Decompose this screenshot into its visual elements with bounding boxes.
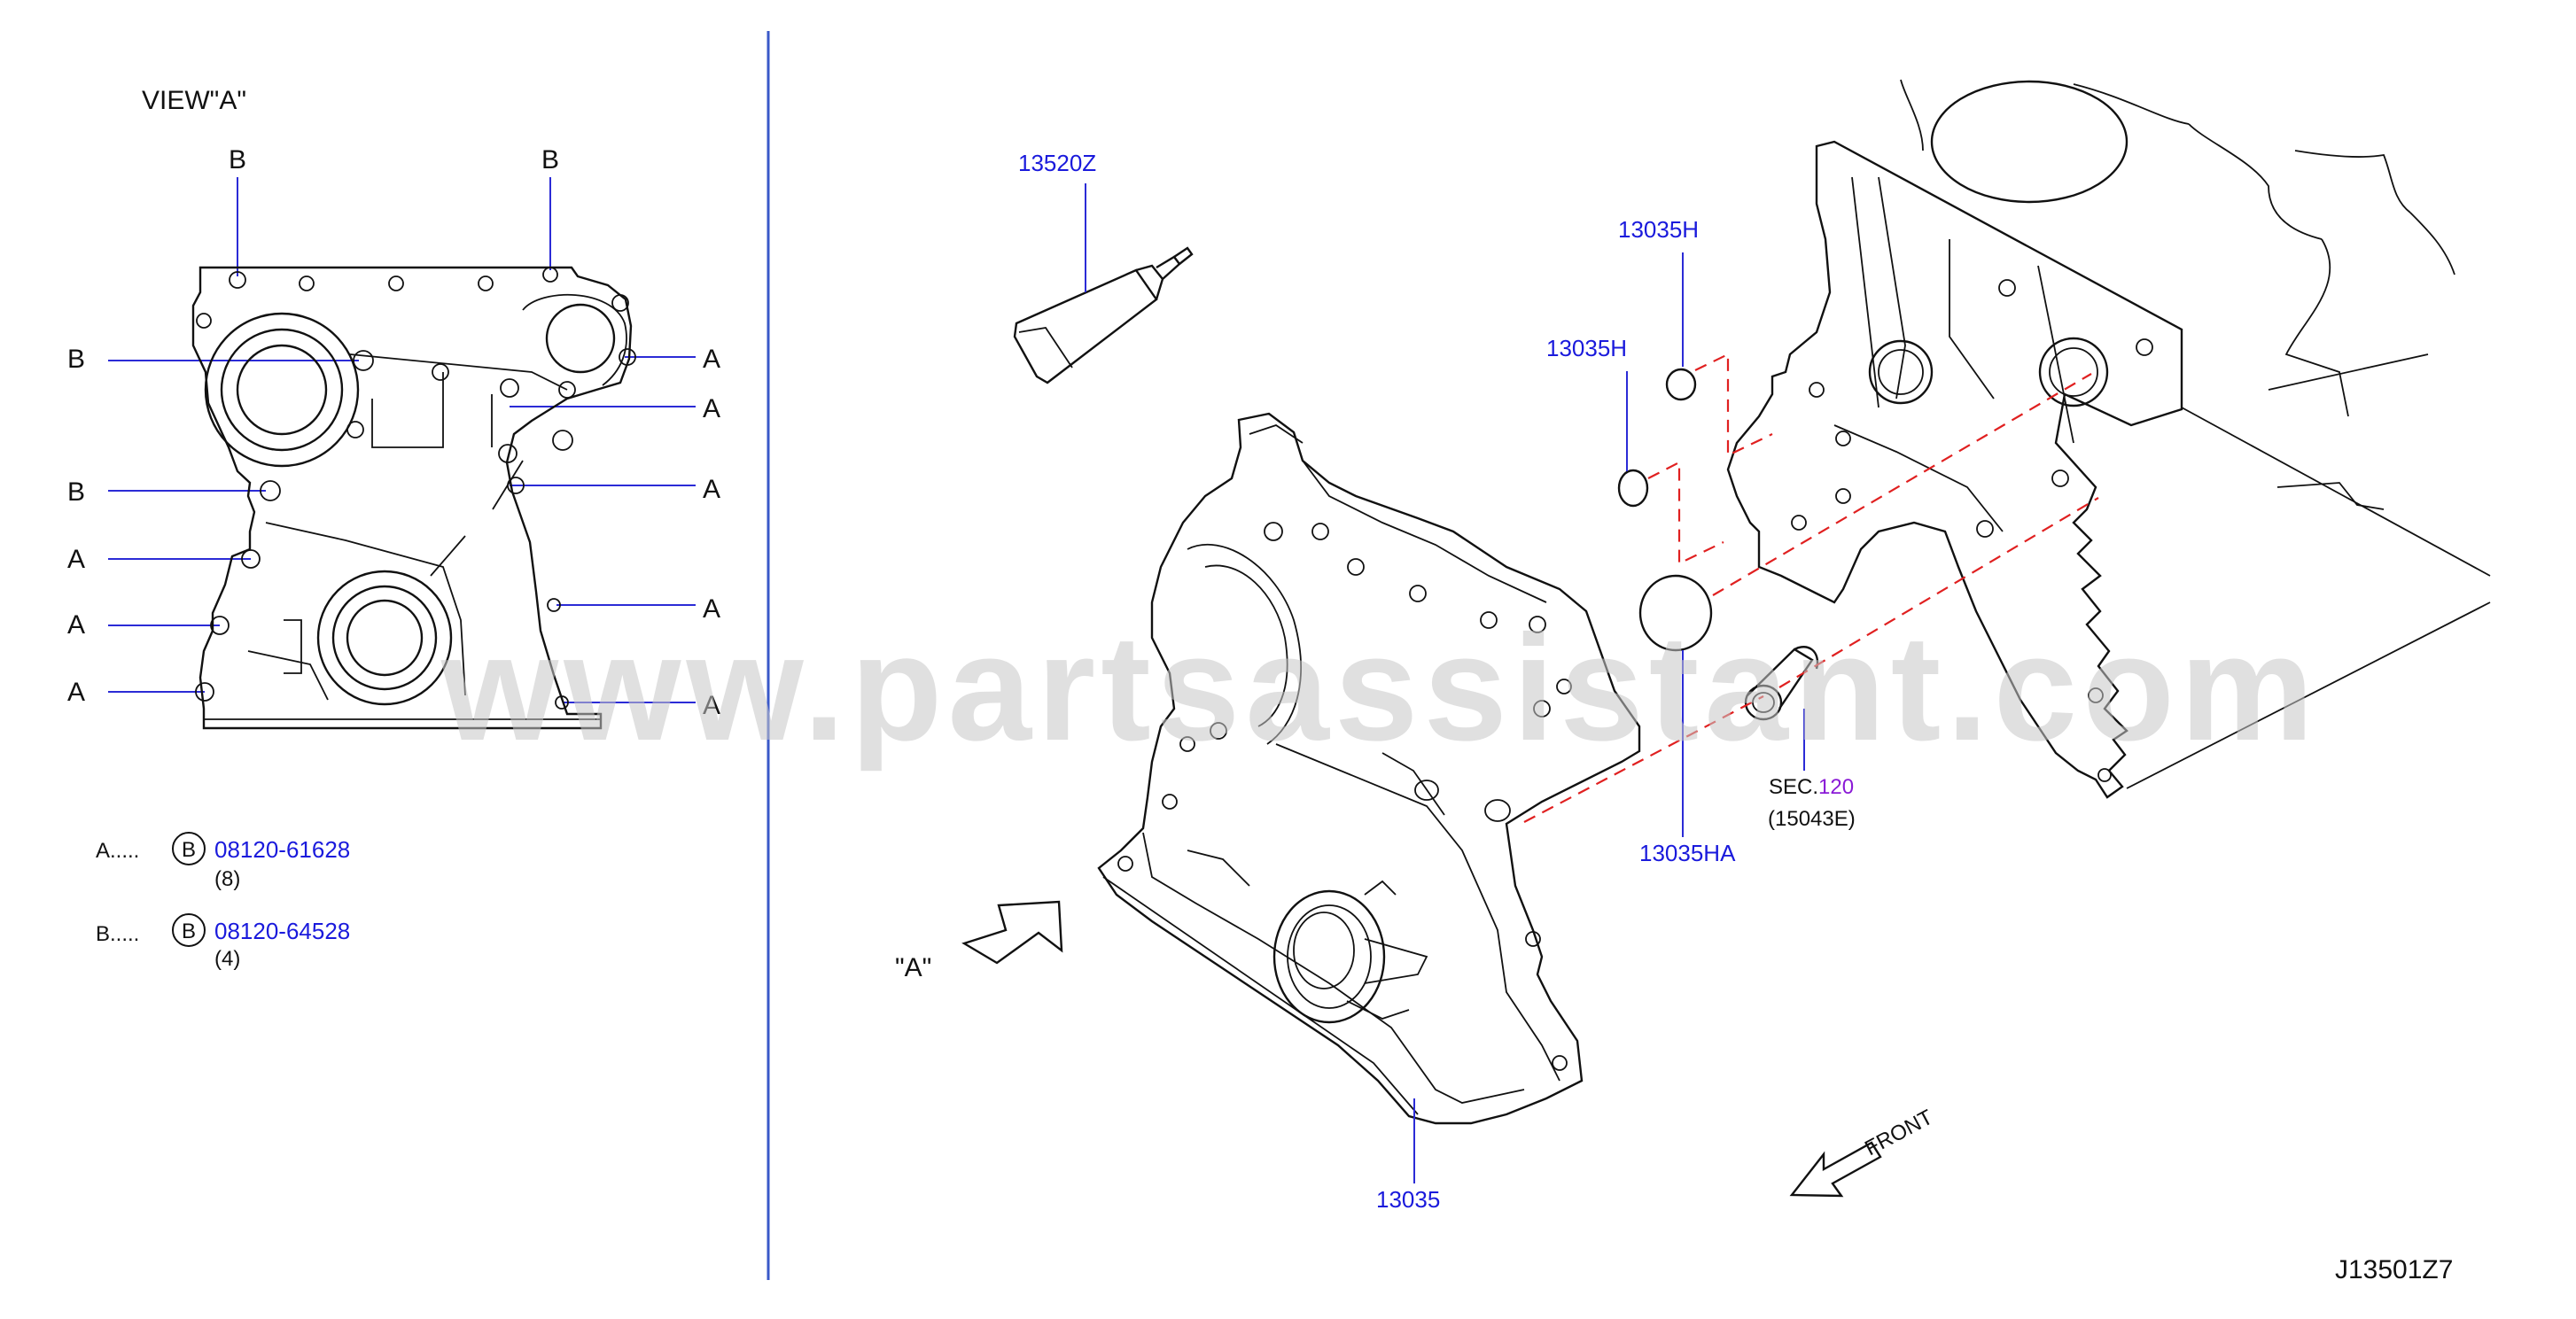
watermark-text: www.partsassistant.com [440, 604, 2319, 772]
view-a-label-b-top-right: B [541, 145, 559, 175]
view-a-title: VIEW"A" [142, 86, 246, 115]
legend-b-prefix: B..... [96, 922, 139, 946]
bolt-legend: A..... B 08120-61628 (8) B..... B 08120-… [96, 832, 350, 971]
align-dash-13035h-top [1694, 353, 1773, 457]
sealant-tube-13520z [1013, 246, 1194, 384]
view-a-label-a-left-3: A [67, 678, 85, 707]
align-dash-13035ha [1712, 373, 2092, 596]
sec-number[interactable]: 120 [1818, 775, 1854, 799]
view-a-label-a-right-5: A [703, 691, 720, 720]
sec-prefix: SEC. [1769, 775, 1818, 799]
part-label-13035h-top[interactable]: 13035H [1618, 216, 1699, 243]
part-label-13035ha[interactable]: 13035HA [1639, 840, 1736, 866]
view-a-label-b-left-2: B [67, 477, 85, 507]
view-a-label-b-top-left: B [229, 145, 246, 175]
bolt-symbol-icon [172, 832, 206, 865]
sec-part-reference: (15043E) [1768, 807, 1856, 831]
legend-b-part-number[interactable]: 08120-64528 [214, 918, 350, 944]
part-label-13035h-mid[interactable]: 13035H [1546, 335, 1627, 361]
view-a-label-a-right-2: A [703, 394, 720, 423]
view-a-label-a-right-1: A [703, 345, 720, 374]
oring-13035h-mid [1617, 469, 1649, 508]
view-a-arrow-icon [961, 900, 1063, 965]
view-a-label-a-right-4: A [703, 594, 720, 624]
engine-block-outline [1726, 79, 2491, 799]
bolt-symbol-icon [172, 913, 206, 947]
legend-a-prefix: A..... [96, 839, 139, 863]
legend-a-symbol: B [182, 838, 196, 862]
align-dash-sleeve-b [1778, 497, 2099, 688]
front-label: FRONT [1861, 1105, 1937, 1160]
view-a-label-a-left-2: A [67, 610, 85, 640]
timing-cover-front-view [191, 266, 636, 730]
diagram-code: J13501Z7 [2335, 1255, 2453, 1284]
legend-a-part-number[interactable]: 08120-61628 [214, 836, 350, 863]
view-a-label-a-right-3: A [703, 475, 720, 504]
legend-b-quantity: (4) [214, 947, 240, 971]
align-dash-sleeve-a [1523, 695, 1764, 823]
view-a-label-a-left-1: A [67, 545, 85, 574]
timing-cover-exploded [1097, 412, 1641, 1125]
oring-13035h-top [1665, 368, 1697, 401]
view-a-label-b-left-1: B [67, 345, 85, 374]
oring-13035ha-large [1638, 574, 1713, 652]
align-dash-13035h-mid [1647, 461, 1724, 565]
legend-b-symbol: B [182, 919, 196, 943]
part-label-13520z[interactable]: 13520Z [1018, 150, 1096, 176]
front-direction-arrow-icon [1789, 1141, 1882, 1198]
sec-reference[interactable]: SEC.120 [1769, 775, 1854, 799]
legend-a-quantity: (8) [214, 867, 240, 891]
view-arrow-label: "A" [895, 953, 931, 982]
part-label-13035[interactable]: 13035 [1376, 1186, 1440, 1213]
